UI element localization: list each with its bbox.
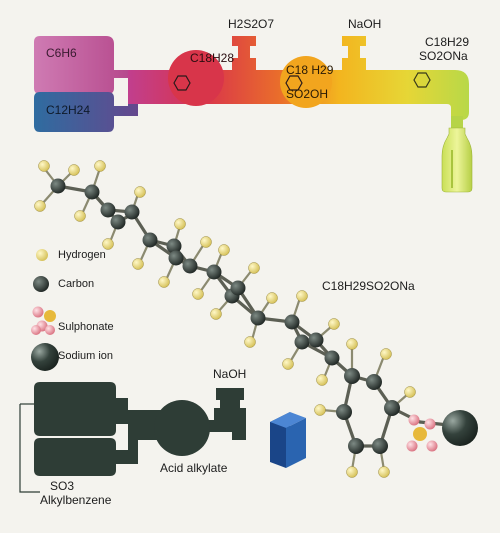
legend-carbon-swatch [33,276,49,292]
dodecene-tank [34,78,138,132]
reagent-naoh-label: NaOH [348,17,382,31]
feed-line [19,404,40,493]
hydrogen-atoms [34,160,416,478]
acid-alkylate-label: Acid alkylate [160,461,228,475]
benzene-ring-icon [413,72,431,88]
detergent-bottle [441,127,473,193]
product-label-line2: SO2ONa [419,49,468,63]
legend-hydrogen-label: Hydrogen [58,249,106,261]
sulphonate-group [406,414,438,452]
neutralised-product-box [270,412,306,468]
legend-sodium-label: Sodium ion [58,350,114,362]
outlet-pipe [451,116,463,130]
reactor-2-label-line2: SO2OH [286,87,329,101]
benzene-ring-icon [173,75,191,91]
so3-label: SO3 [50,479,75,493]
top-process-flow [34,36,473,193]
acid-alkylate-reactor [154,400,210,456]
benzene-tank [34,36,128,94]
reactor-1-label: C18H28 [190,51,235,65]
alkylation-reactor [168,50,224,106]
legend-hydrogen-swatch [36,249,48,261]
alkylbenzene-label: Alkylbenzene [40,493,112,507]
legend-carbon-label: Carbon [58,278,95,290]
molecule-model [34,160,478,478]
carbon-atoms [50,178,400,454]
legend-sulphonate-swatch [31,306,56,335]
legend-sulphonate-label: Sulphonate [58,321,114,333]
reactor-2-label-line1: C18 H29 [286,63,334,77]
sulphonation-reactor [280,56,332,108]
bottom-naoh-label: NaOH [213,367,247,381]
product-label-line1: C18H29 [425,35,470,49]
benzene-label: C6H6 [46,46,77,60]
dodecene-label: C12H24 [46,103,91,117]
sodium-ion [442,410,478,446]
so3-tank [34,424,138,476]
molecule-formula-label: C18H29SO2ONa [322,279,415,293]
reagent-h2s2o7-label: H2S2O7 [228,17,275,31]
benzene-ring-icon [285,75,303,91]
legend [31,249,59,371]
legend-sodium-swatch [31,343,59,371]
alkylbenzene-tank [34,382,128,436]
bottom-process-flow [34,382,246,476]
